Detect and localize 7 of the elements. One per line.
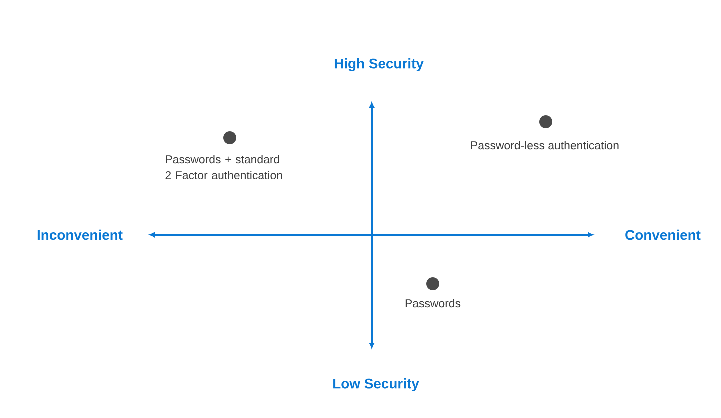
axis-label: Inconvenient (38, 230, 123, 240)
point-label: Passwords (406, 299, 461, 308)
axis-label: Convenient (626, 230, 701, 240)
point-label: Password-less authentication (471, 141, 619, 150)
axis-label: High Security (335, 58, 424, 72)
point-label: Passwords + standard 2 Factor authentication (166, 155, 282, 180)
axis-label: Low Security (334, 378, 420, 392)
